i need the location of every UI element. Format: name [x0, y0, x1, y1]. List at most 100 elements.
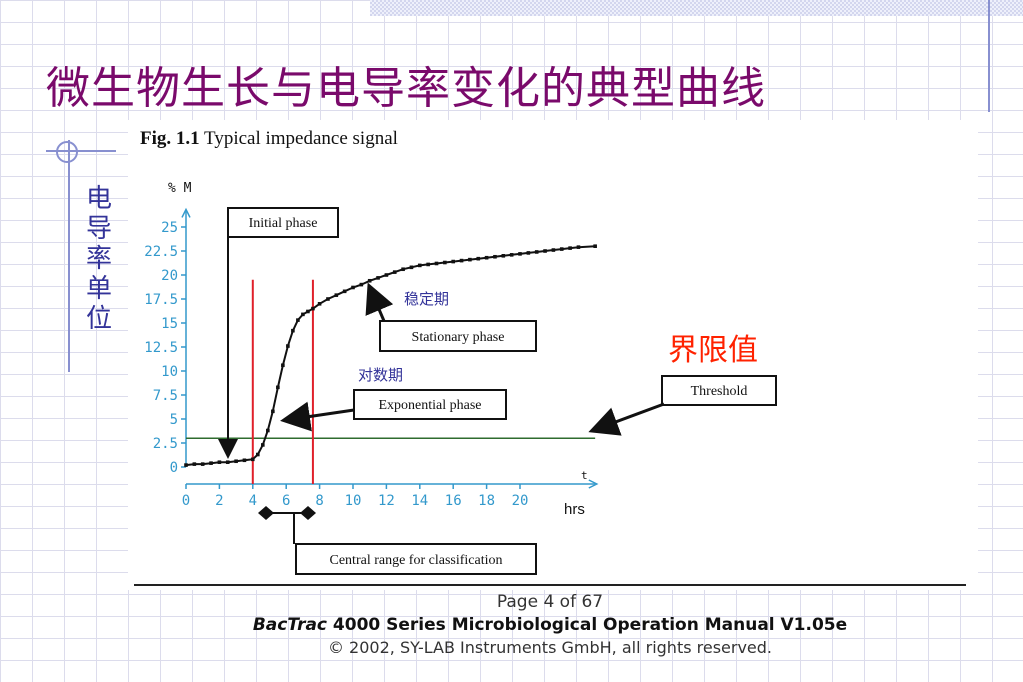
data-point [291, 328, 295, 333]
x-tick-label: 16 [445, 493, 462, 509]
x-tick-label: 10 [345, 493, 362, 509]
stationary-phase-box [379, 320, 537, 352]
y-unit-label: % M [168, 181, 192, 196]
y-tick-label: 17.5 [144, 292, 178, 308]
y-tick-label: 0 [170, 460, 178, 476]
y-tick-label: 25 [161, 220, 178, 236]
x-tick-label: 18 [478, 493, 495, 509]
threshold-chinese-label: 界限值 [668, 333, 758, 368]
footer-manual-title: BacTrac 4000 Series Microbiological Oper… [134, 615, 966, 635]
data-point [559, 247, 564, 251]
data-point [192, 462, 197, 466]
central-range-label: Central range for classification [330, 553, 503, 568]
data-point [401, 267, 405, 272]
decorative-vertical-line [988, 0, 990, 112]
data-point [326, 297, 330, 301]
data-point [367, 278, 372, 283]
data-point [493, 254, 497, 259]
figure-number: Fig. 1.1 [140, 128, 200, 149]
data-point [217, 460, 222, 464]
data-point [543, 249, 547, 253]
data-point [225, 460, 230, 464]
footer-manual-text: 4000 Series Microbiological Operation Ma… [327, 615, 848, 635]
data-point [443, 260, 447, 265]
decorative-circle-icon [56, 141, 78, 163]
data-point [376, 276, 380, 280]
x-tick-label: 0 [182, 493, 190, 509]
x-tick-label: 12 [378, 493, 395, 509]
x-unit-symbol: t [581, 469, 588, 482]
data-point [426, 262, 430, 267]
data-point [317, 302, 322, 306]
stationary-chinese-label: 稳定期 [404, 290, 449, 308]
x-tick-label: 2 [215, 493, 223, 509]
footer-brand: BacTrac [252, 615, 327, 635]
data-point [518, 252, 522, 256]
top-decorative-band [370, 0, 1023, 16]
data-point [266, 428, 270, 433]
log-phase-chinese-label: 对数期 [358, 366, 403, 384]
x-unit-label: hrs [564, 501, 585, 518]
threshold-arrow [588, 402, 665, 436]
stationary-phase-arrow [365, 282, 394, 322]
data-point [256, 452, 260, 457]
axes [181, 207, 599, 489]
data-point [251, 457, 255, 462]
data-point [209, 461, 213, 465]
data-point [359, 282, 364, 287]
y-tick-label: 10 [161, 364, 178, 380]
data-point [276, 385, 280, 390]
decorative-left-crossbar [46, 150, 116, 152]
data-point [234, 459, 238, 464]
data-point [200, 462, 205, 466]
x-tick-label: 20 [512, 493, 529, 509]
data-point [409, 265, 414, 270]
figure-caption: Fig. 1.1 Typical impedance signal [140, 128, 398, 150]
data-point [184, 463, 188, 467]
series-line [185, 245, 596, 467]
data-point [342, 289, 347, 294]
data-point [418, 263, 422, 268]
data-point [534, 250, 539, 254]
data-point [476, 256, 481, 261]
growth-curve [184, 244, 597, 467]
threshold-box [661, 375, 777, 406]
data-point [351, 285, 355, 290]
footer-page-number: Page 4 of 67 [496, 592, 604, 612]
data-point [392, 270, 397, 274]
reference-lines [186, 279, 596, 484]
data-point [468, 257, 472, 262]
decorative-left-line [68, 140, 70, 372]
data-point [576, 245, 581, 249]
data-point [261, 443, 265, 447]
data-point [296, 318, 300, 322]
exponential-phase-box [353, 389, 507, 420]
x-tick-label: 8 [315, 493, 323, 509]
x-tick-label: 4 [249, 493, 257, 509]
data-point [281, 363, 285, 368]
data-point [451, 259, 455, 264]
footer-copyright: © 2002, SY-LAB Instruments GmbH, all rig… [327, 638, 773, 657]
x-axis-arrow [588, 479, 599, 489]
central-range-left-diamond [258, 506, 274, 520]
data-point [301, 312, 305, 317]
y-axis-chinese-label: 电导率单位 [85, 184, 112, 334]
data-point [334, 293, 339, 297]
slide-title: 微生物生长与电导率变化的典型曲线 [46, 63, 766, 114]
data-point [509, 253, 514, 257]
y-tick-label: 5 [170, 412, 178, 428]
data-point [484, 255, 489, 260]
central-range-right-diamond [300, 506, 316, 520]
initial-phase-box [227, 207, 339, 238]
data-point [551, 248, 556, 252]
y-tick-label: 15 [161, 316, 178, 332]
data-point [242, 458, 247, 463]
data-point [593, 244, 597, 248]
figure-caption-text: Typical impedance signal [199, 128, 398, 149]
threshold-label: Threshold [691, 384, 748, 399]
y-tick-label: 20 [161, 268, 178, 284]
stationary-phase-label: Stationary phase [412, 330, 505, 345]
data-point [501, 254, 506, 258]
